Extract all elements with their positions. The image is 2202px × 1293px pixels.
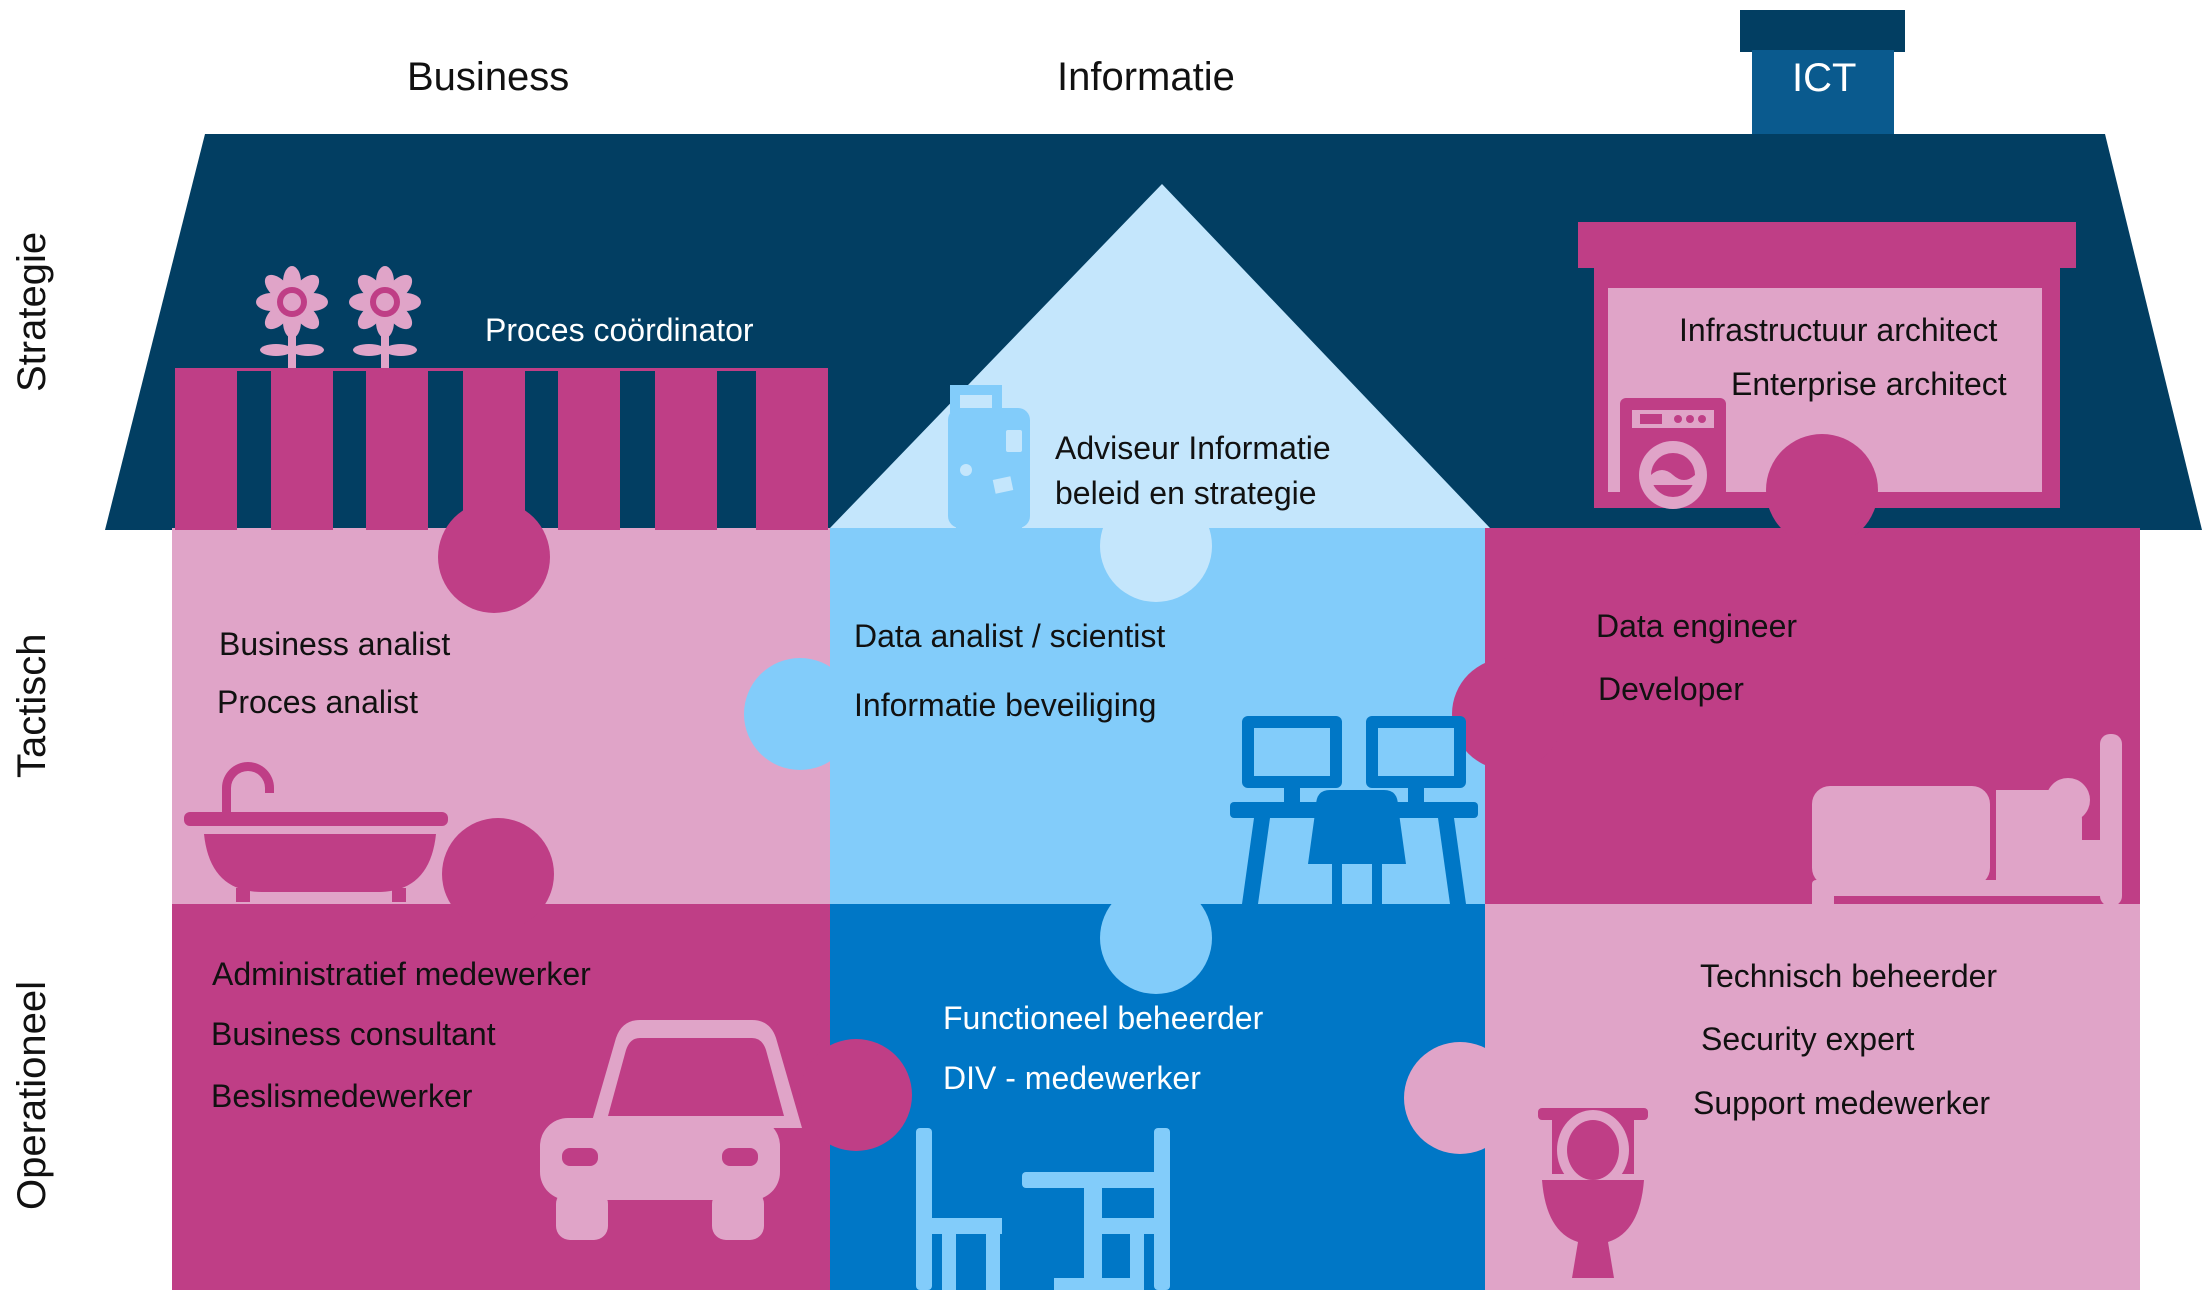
bathtub-icon xyxy=(184,762,448,902)
role-label: DIV - medewerker xyxy=(943,1060,1201,1096)
column-header-ict: ICT xyxy=(1792,56,1857,100)
role-label: Beslismedewerker xyxy=(211,1078,473,1114)
row-header-operationeel: Operationeel xyxy=(10,980,54,1210)
flower-icon xyxy=(256,266,421,368)
role-label: Proces analist xyxy=(217,684,418,720)
role-label: Data engineer xyxy=(1596,608,1798,644)
chimney xyxy=(1740,10,1905,138)
role-label: beleid en strategie xyxy=(1055,475,1317,511)
role-label: Technisch beheerder xyxy=(1700,958,1998,994)
puzzle-knob xyxy=(1404,1042,1516,1154)
toilet-icon xyxy=(1538,1108,1648,1278)
role-label: Data analist / scientist xyxy=(854,618,1166,654)
role-label: Business analist xyxy=(219,626,451,662)
role-label: Functioneel beheerder xyxy=(943,1000,1264,1036)
row-header-tactisch: Tactisch xyxy=(10,633,54,779)
column-header-business: Business xyxy=(407,55,570,99)
role-label: Adviseur Informatie xyxy=(1055,430,1331,466)
role-label: Infrastructuur architect xyxy=(1679,312,1998,348)
role-label: Proces coördinator xyxy=(485,312,754,348)
role-label: Security expert xyxy=(1701,1021,1915,1057)
row-header-strategie: Strategie xyxy=(10,231,54,392)
puzzle-knob xyxy=(1100,490,1212,602)
role-label: Administratief medewerker xyxy=(212,956,591,992)
role-label: Enterprise architect xyxy=(1731,366,2007,402)
puzzle-knob xyxy=(438,501,550,613)
puzzle-knob xyxy=(800,1039,912,1151)
puzzle-knob xyxy=(1766,434,1878,546)
fence xyxy=(175,368,828,530)
puzzle-knob xyxy=(442,818,554,930)
role-label: Informatie beveiliging xyxy=(854,687,1157,723)
dining-table-icon xyxy=(916,1128,1170,1290)
car-icon xyxy=(540,1020,802,1240)
puzzle-knob xyxy=(744,658,856,770)
washing-machine-icon xyxy=(1620,398,1726,509)
puzzle-knob xyxy=(1100,882,1212,994)
role-label: Support medewerker xyxy=(1693,1085,1991,1121)
bed-icon xyxy=(1812,734,2122,906)
role-label: Developer xyxy=(1598,671,1744,707)
column-header-informatie: Informatie xyxy=(1057,55,1235,99)
suitcase-icon xyxy=(948,385,1030,530)
puzzle-knob xyxy=(1452,658,1564,770)
computer-desk-icon xyxy=(1230,716,1478,904)
role-label: Business consultant xyxy=(211,1016,496,1052)
